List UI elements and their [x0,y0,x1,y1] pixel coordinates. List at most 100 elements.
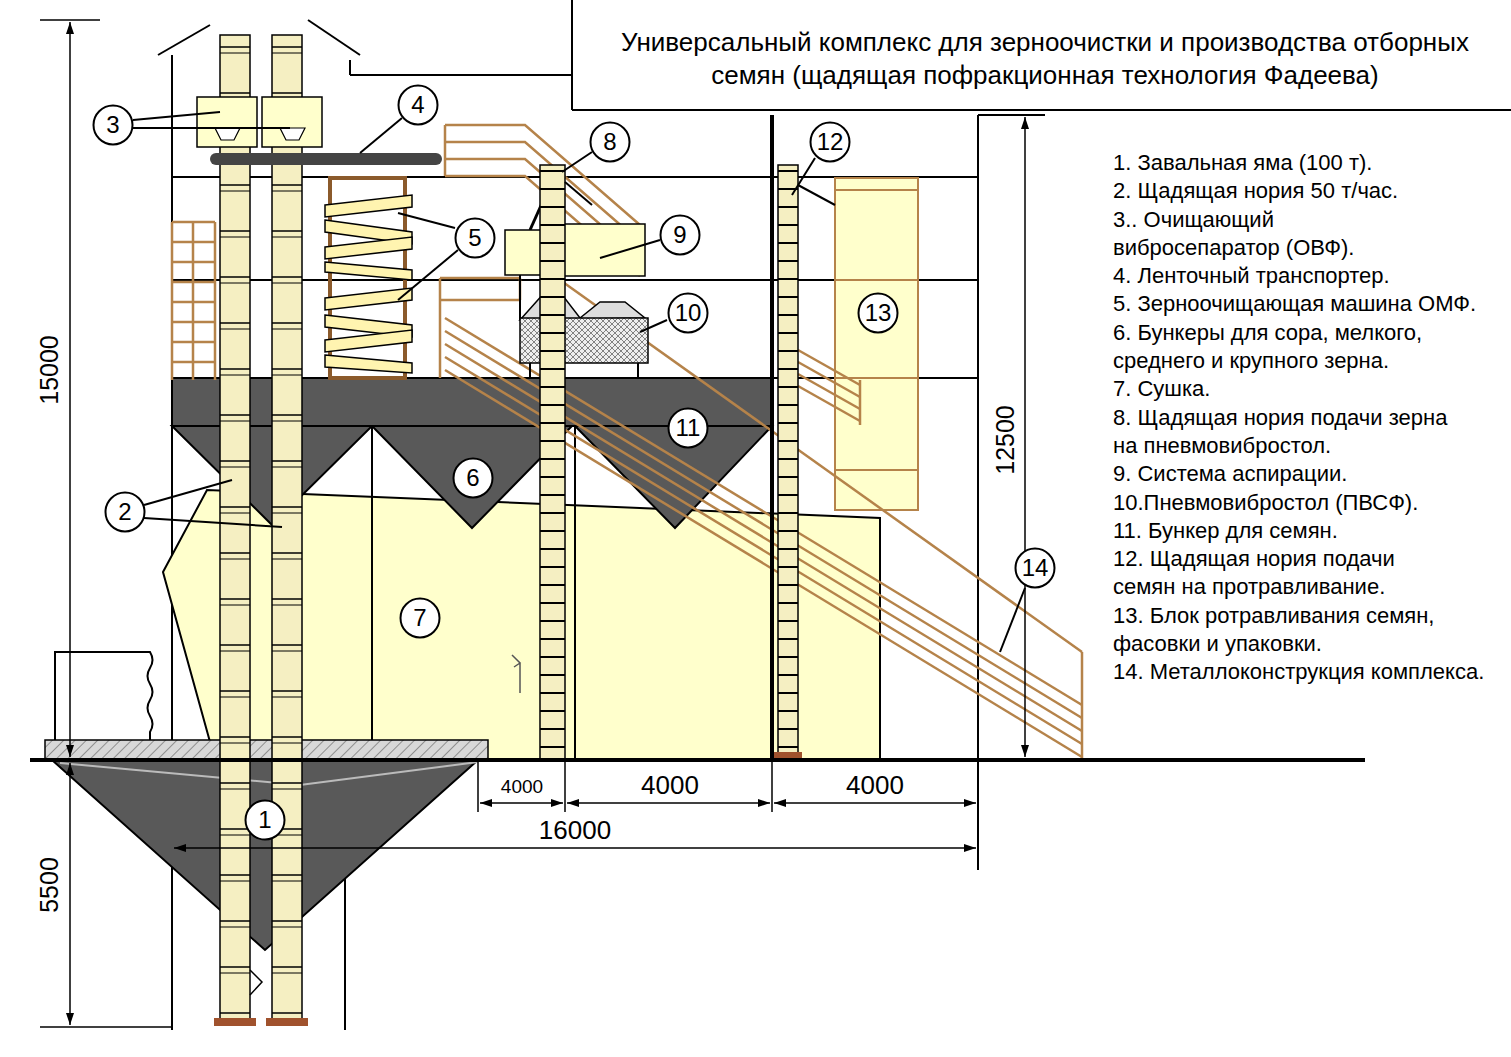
dimension-lines-part [69,763,71,1025]
dimension-lines-part [774,802,976,804]
bucket-elevators-part [220,35,250,1020]
bucket-elevators-part [798,185,835,205]
frame-post-part [770,115,774,760]
parts-list-item: 6. Бункеры для сора, мелкого, среднего и… [1113,319,1483,376]
bucket-elevators-part [540,165,565,760]
bunkers [172,378,772,528]
dimension-lines-part [40,19,100,21]
callout-number: 2 [118,500,131,524]
aspiration-and-table-part [520,318,648,363]
callout-circle: 12 [809,121,851,163]
parts-list: 1. Завальная яма (100 т).2. Щадящая нори… [1113,149,1508,687]
callout-ring [401,599,440,638]
leader-lines-part [360,118,402,153]
callout-number: 10 [675,301,702,325]
callout-ring [1016,549,1055,588]
intake-pit-part [60,762,478,785]
callout-ring [669,409,708,448]
cleaning-machine-part [325,195,412,373]
parts-list-item: 10.Пневмовибростол (ПВСФ). [1113,489,1508,517]
leader-lines-part [133,127,290,129]
bucket-elevators-part [565,182,592,205]
intake-pit-part [52,760,478,950]
building-frame-part [571,0,573,110]
railings-part [1081,652,1084,760]
dimension-lines-part [564,762,566,812]
intake-pit-part [45,740,488,760]
building-frame-part [158,25,210,55]
cleaning-machine-part-part [325,330,412,352]
bucket-elevators-part [210,153,442,165]
parts-list-item: 13. Блок ротравливания семян, фасовки и … [1113,602,1498,659]
callout-ring [399,86,438,125]
dimension-label: 4000 [639,771,701,800]
callout-number: 11 [676,416,701,440]
callout-circle: 5 [454,217,496,259]
ground-line [30,760,1365,761]
intake-pit-part [45,740,488,760]
callout-circle: 8 [589,121,631,163]
dimension-lines-part [771,762,773,812]
building-frame-part [349,60,351,75]
building-frame-part [978,114,1045,116]
dryer-part [371,426,373,760]
callout-ring [454,459,493,498]
building-frame-part [308,20,360,55]
leader-lines [133,112,1025,652]
leader-lines-part [144,518,282,527]
callout-number: 12 [817,130,844,154]
dimension-lines-part [69,22,71,757]
callout-number: 7 [413,606,426,630]
callout-number: 14 [1022,556,1049,580]
callout-circle: 9 [659,214,701,256]
dimension-lines-part [1024,117,1026,757]
leader-lines-part [398,213,455,228]
callout-circle: 2 [104,491,146,533]
callout-circle: 3 [92,104,134,146]
leader-lines-part [600,240,660,258]
callout-circle: 6 [452,457,494,499]
frame-post [772,115,773,760]
callout-number: 3 [106,113,119,137]
dimension-label: 15000 [36,333,64,407]
bucket-elevators-part [266,1018,308,1026]
bucket-elevators-part [540,165,565,760]
leader-lines-part [640,320,667,332]
ground-line-part [30,758,1365,762]
callout-circle: 11 [667,407,709,449]
callout-number: 1 [258,808,271,832]
parts-list-item: 4. Ленточный транспортер. [1113,262,1508,290]
treatment-block-part [835,189,918,191]
railings-part [444,125,447,176]
building-frame-part [350,74,572,76]
building-frame [158,0,1511,1030]
aspiration-and-table-part [520,292,645,320]
treatment-block-part [835,178,918,510]
callout-ring [106,493,145,532]
dimension-label: 4000 [499,777,545,798]
building-frame-part [171,55,173,1030]
bucket-elevators-part [215,128,305,140]
parts-list-item: 11. Бункер для семян. [1113,517,1508,545]
parts-list-item: 9. Система аспирации. [1113,460,1508,488]
bucket-elevators [197,35,835,1026]
callout-ring [661,216,700,255]
leader-lines-part [1000,588,1025,652]
leader-lines-part [144,480,232,505]
callout-circle: 14 [1014,547,1056,589]
callout-number: 9 [673,223,686,247]
dryer-part [574,426,576,760]
callout-circle: 7 [399,597,441,639]
callout-ring [94,106,133,145]
bucket-elevators-part [220,35,250,1020]
dimension-lines-part [480,802,563,804]
dimension-label: 4000 [844,771,906,800]
building-frame-part [977,115,979,870]
railings-part [440,278,520,378]
building-frame-part [572,109,1511,111]
callout-number: 6 [466,466,479,490]
railings [172,125,1082,760]
dimension-lines-part [567,802,770,804]
railings-part [859,380,862,425]
railings-part [172,222,215,380]
